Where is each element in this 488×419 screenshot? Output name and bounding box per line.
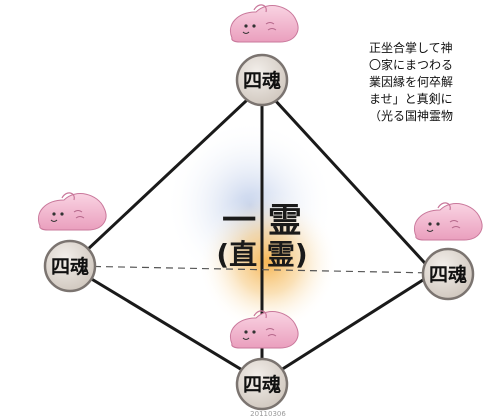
- node-top: 四魂: [229, 4, 299, 107]
- node-left: 四魂: [37, 192, 107, 293]
- side-text-line: （光る国神霊物: [369, 109, 454, 123]
- pink-blob-character-icon: [413, 202, 483, 241]
- node-label: 四魂: [429, 263, 467, 286]
- edge-top-left: [68, 84, 264, 268]
- node-label: 四魂: [243, 373, 281, 396]
- edge-left-bottom: [68, 264, 264, 384]
- node-right: 四魂: [413, 202, 483, 301]
- edge-top-right: [260, 84, 436, 275]
- side-text-line: ませ」と真剣に: [369, 92, 453, 106]
- node-circle: [421, 247, 475, 301]
- node-circle: [43, 239, 97, 293]
- node-label: 四魂: [243, 69, 281, 92]
- node-circle: [235, 53, 289, 107]
- side-text-line: 業因縁を何卒解: [369, 75, 454, 89]
- node-bottom: 四魂: [229, 310, 299, 411]
- orange-glow: [198, 192, 338, 332]
- date-stamp: 20110306: [250, 410, 286, 418]
- node-circle: [235, 357, 289, 411]
- pink-blob-character-icon: [37, 192, 107, 231]
- side-text-line: 〇家にまつわる: [369, 58, 454, 72]
- node-label: 四魂: [51, 255, 89, 278]
- edge-dashed: [69, 265, 435, 274]
- center-label-top: 一 霊: [222, 201, 302, 241]
- pink-blob-character-icon: [229, 4, 299, 43]
- side-text-line: 正坐合掌して神: [369, 41, 453, 55]
- connector-lines: [68, 84, 436, 384]
- center-label-bottom: (直 霊): [216, 238, 307, 271]
- side-text-block: 正坐合掌して神 〇家にまつわる 業因縁を何卒解 ませ」と真剣に （光る国神霊物: [369, 40, 488, 125]
- edge-right-bottom: [260, 271, 436, 384]
